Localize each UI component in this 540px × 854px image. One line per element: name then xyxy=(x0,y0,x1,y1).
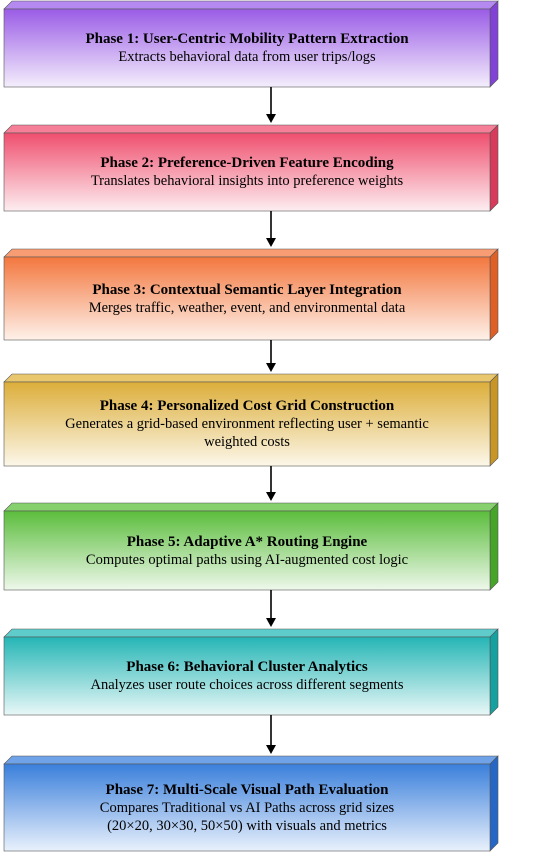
phase-7-box-top xyxy=(3,755,499,765)
connector-arrow xyxy=(266,211,276,247)
phase-5-box xyxy=(3,502,499,591)
phase-3-label: Phase 3: Contextual Semantic Layer Integ… xyxy=(4,257,490,340)
phase-6-box xyxy=(3,628,499,716)
phase-5-box-side xyxy=(489,502,499,591)
phase-7-description: (20×20, 30×30, 50×50) with visuals and m… xyxy=(107,817,387,834)
phase-3-box-front xyxy=(3,256,491,341)
connector-arrow xyxy=(266,87,276,123)
phase-7-label: Phase 7: Multi-Scale Visual Path Evaluat… xyxy=(4,764,490,851)
phase-2-box-top xyxy=(3,124,499,134)
phase-4-label: Phase 4: Personalized Cost Grid Construc… xyxy=(4,382,490,466)
phase-6-description: Analyzes user route choices across diffe… xyxy=(90,677,404,693)
phase-1-box-front xyxy=(3,8,491,88)
phase-7-title: Phase 7: Multi-Scale Visual Path Evaluat… xyxy=(105,781,389,798)
phase-3-description: Merges traffic, weather, event, and envi… xyxy=(88,299,406,316)
phase-1-box-side xyxy=(489,0,499,88)
phase-5-box-top xyxy=(3,502,499,512)
phase-2-label: Phase 2: Preference-Driven Feature Encod… xyxy=(4,133,490,211)
phase-6-title: Phase 6: Behavioral Cluster Analytics xyxy=(126,659,368,675)
phase-1-title: Phase 1: User-Centric Mobility Pattern E… xyxy=(85,31,409,47)
phase-2-box-front xyxy=(3,132,491,212)
phase-4-description: weighted costs xyxy=(204,434,290,450)
phase-2-box xyxy=(3,124,499,212)
phase-3-box-top xyxy=(3,248,499,258)
phase-1-box-top xyxy=(3,0,499,10)
phase-1-description: Extracts behavioral data from user trips… xyxy=(118,49,376,65)
phase-1-box xyxy=(3,0,499,88)
phase-4-description: Generates a grid-based environment refle… xyxy=(65,416,429,432)
connector-arrow xyxy=(266,466,276,501)
phase-6-box-top xyxy=(3,628,499,638)
phase-5-box-front xyxy=(3,510,491,591)
phase-2-title: Phase 2: Preference-Driven Feature Encod… xyxy=(100,155,394,171)
phase-4-box-side xyxy=(489,373,499,467)
phase-4-box-front xyxy=(3,381,491,467)
phase-5-title: Phase 5: Adaptive A* Routing Engine xyxy=(126,533,368,550)
connector-arrow xyxy=(266,340,276,372)
phase-3-title: Phase 3: Contextual Semantic Layer Integ… xyxy=(92,281,402,298)
phase-2-description: Translates behavioral insights into pref… xyxy=(90,173,404,189)
phase-7-box xyxy=(3,755,499,852)
phase-6-box-front xyxy=(3,636,491,716)
connector-arrow xyxy=(266,590,276,627)
phase-4-title: Phase 4: Personalized Cost Grid Construc… xyxy=(99,398,395,414)
phase-5-description: Computes optimal paths using AI-augmente… xyxy=(85,551,409,568)
phase-4-box xyxy=(3,373,499,467)
phase-7-description: Compares Traditional vs AI Paths across … xyxy=(99,799,395,816)
phase-2-box-side xyxy=(489,124,499,212)
phase-6-box-side xyxy=(489,628,499,716)
connector-arrow xyxy=(266,715,276,754)
phase-3-box xyxy=(3,248,499,341)
phase-7-box-front xyxy=(3,763,491,852)
phase-3-box-side xyxy=(489,248,499,341)
phase-4-box-top xyxy=(3,373,499,383)
phase-1-label: Phase 1: User-Centric Mobility Pattern E… xyxy=(4,9,490,87)
phase-7-box-side xyxy=(489,755,499,852)
